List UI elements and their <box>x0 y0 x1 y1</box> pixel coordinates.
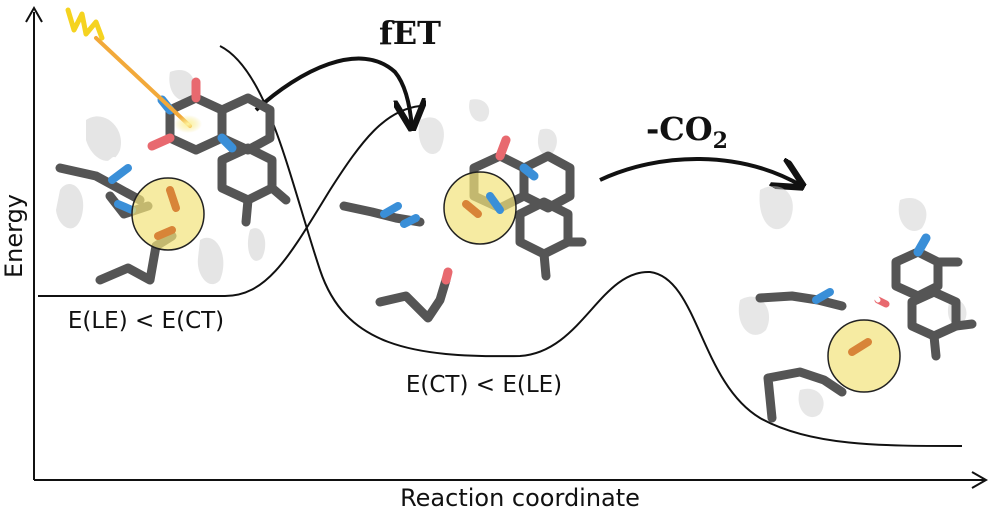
carboxylate-middle <box>462 192 504 218</box>
locally-excited-curve <box>38 105 421 297</box>
x-axis-arrow-icon <box>971 471 989 489</box>
imidazole-right <box>809 288 834 323</box>
substrate-highlight-middle <box>443 171 517 245</box>
y-axis-arrow-icon <box>25 5 43 23</box>
molecule-charge-transfer <box>339 99 587 323</box>
substrate-highlight-left <box>131 177 205 251</box>
protein-ribbons-left <box>56 70 266 285</box>
electron-transfer-label: fET <box>379 14 441 52</box>
charge-transfer-curve <box>219 45 963 447</box>
state-label-middle: E(CT) < E(LE) <box>406 372 562 398</box>
molecule-product <box>738 186 977 423</box>
decarboxylation-label-subscript: 2 <box>713 128 728 154</box>
axes <box>25 5 989 489</box>
energy-curves <box>38 45 963 447</box>
decarboxylation-label-main: -CO <box>646 110 713 148</box>
decarboxylation-label: -CO2 <box>646 110 728 154</box>
water-molecule-right <box>869 289 890 308</box>
light-beam <box>94 36 192 128</box>
side-chain-right <box>755 291 847 423</box>
carbonyl-oxygen-middle <box>441 267 453 285</box>
imidazole-middle <box>373 202 420 239</box>
light-excitation <box>65 7 202 133</box>
beam-glow <box>174 115 202 133</box>
x-axis-label: Reaction coordinate <box>400 484 640 510</box>
decarboxylation-arrow-icon <box>599 157 802 186</box>
radical-right <box>848 338 872 356</box>
flavin-middle <box>469 135 587 281</box>
lightning-icon <box>65 7 105 41</box>
imidazole-left <box>101 147 139 214</box>
protein-ribbons-middle <box>418 99 557 156</box>
y-axis-label: Energy <box>0 194 28 278</box>
molecule-locally-excited <box>55 70 291 285</box>
carboxylate-left <box>154 186 180 240</box>
state-label-left: E(LE) < E(CT) <box>68 308 224 334</box>
flavin-right <box>891 233 977 361</box>
side-chain-middle <box>339 201 451 323</box>
substrate-highlight-right <box>827 319 901 393</box>
electron-transfer-arrow-icon <box>254 56 412 128</box>
